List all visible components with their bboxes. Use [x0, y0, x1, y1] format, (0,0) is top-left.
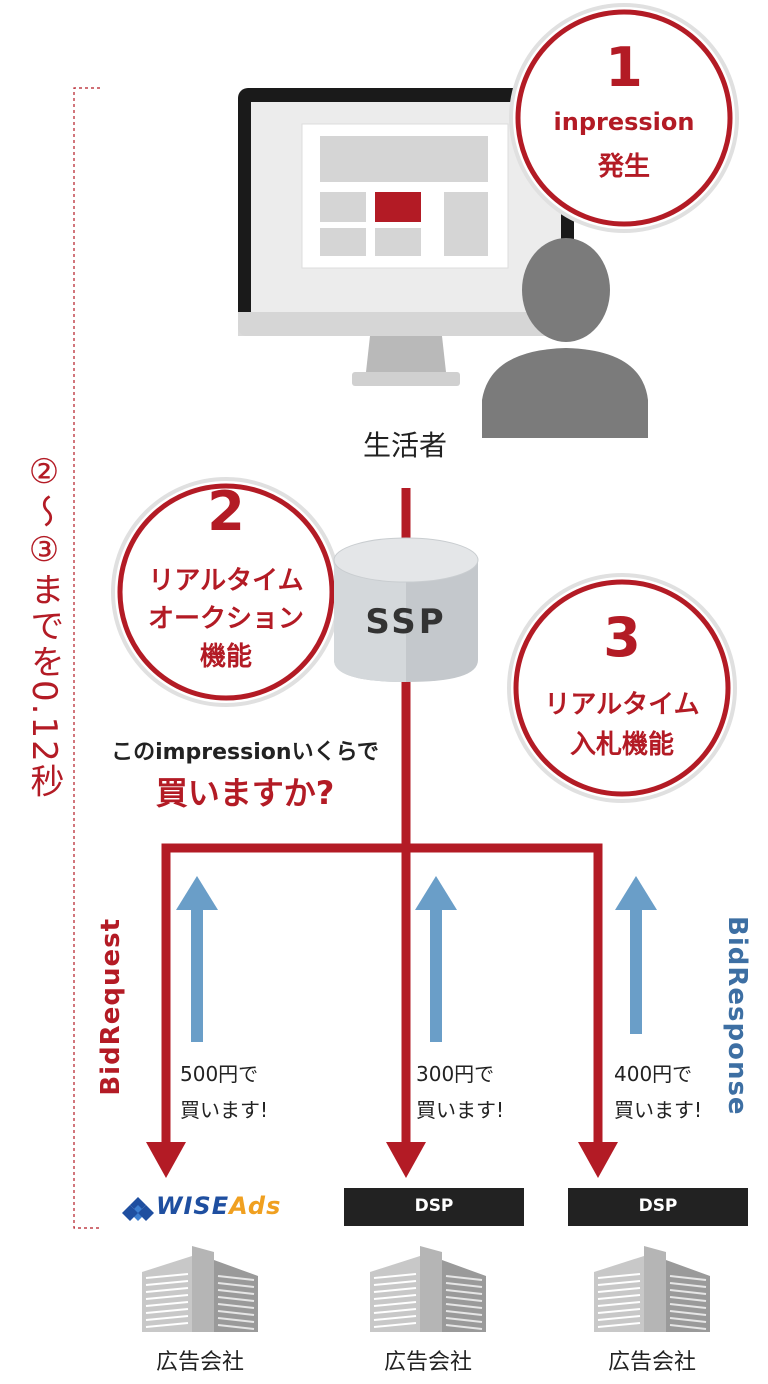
dsp-label-2: DSP	[638, 1196, 678, 1216]
arrow-down-icon	[386, 1142, 426, 1178]
bid-price-3: 400円で	[614, 1062, 693, 1086]
bid-response-label: BidResponse	[722, 916, 752, 1116]
database-icon	[333, 537, 479, 682]
bid-action-1: 買います!	[180, 1098, 269, 1122]
step1-line1: inpression	[553, 108, 695, 136]
building-icon	[594, 1246, 710, 1332]
timing-bracket	[73, 87, 100, 1229]
ssp-label: SSP	[365, 602, 447, 642]
step2-circle	[111, 477, 341, 707]
building-icon	[142, 1246, 258, 1332]
timing-note: ②〜③までを0.12秒	[24, 452, 64, 800]
step3-circle	[507, 573, 737, 803]
question-line2: 買いますか?	[155, 774, 335, 812]
building-icon	[370, 1246, 486, 1332]
step1-circle	[509, 3, 739, 233]
step1-line2: 発生	[597, 152, 650, 182]
consumer-label: 生活者	[362, 429, 447, 462]
arrow-down-icon	[578, 1142, 618, 1178]
bid-action-3: 買います!	[614, 1098, 703, 1122]
arrow-up-icon	[415, 876, 457, 1042]
step2-line3: 機能	[199, 642, 252, 672]
wiseads-logo-icon	[122, 1197, 154, 1221]
arrow-up-icon	[176, 876, 218, 1042]
company-label-1: 広告会社	[155, 1350, 244, 1375]
person-icon	[482, 238, 648, 438]
wiseads-logo-ads: Ads	[229, 1192, 282, 1220]
step3-line1: リアルタイム	[544, 690, 700, 720]
wiseads-logo-wise: WISE	[156, 1192, 230, 1220]
step3-line2: 入札機能	[569, 730, 674, 760]
dsp-label-1: DSP	[414, 1196, 454, 1216]
bid-action-2: 買います!	[416, 1098, 505, 1122]
wiseads-logo: WISEAds	[156, 1192, 281, 1220]
bid-request-label: BidRequest	[96, 918, 126, 1096]
bid-price-1: 500円で	[180, 1062, 259, 1086]
question-line1: このimpressionいくらで	[111, 740, 379, 765]
step2-line2: オークション	[147, 604, 304, 634]
step2-line1: リアルタイム	[148, 566, 304, 596]
dsp-bar-1	[344, 1188, 524, 1226]
buildings-group	[142, 1246, 710, 1332]
arrow-up-icon	[615, 876, 657, 1034]
step1-number: 1	[605, 36, 643, 99]
step2-number: 2	[207, 480, 245, 543]
monitor-icon	[238, 88, 574, 386]
request-branch	[161, 843, 603, 1158]
company-label-2: 広告会社	[383, 1350, 472, 1375]
step3-number: 3	[603, 606, 641, 669]
dsp-bar-2	[568, 1188, 748, 1226]
arrow-down-icon	[146, 1142, 186, 1178]
company-label-3: 広告会社	[607, 1350, 696, 1375]
bid-price-2: 300円で	[416, 1062, 495, 1086]
